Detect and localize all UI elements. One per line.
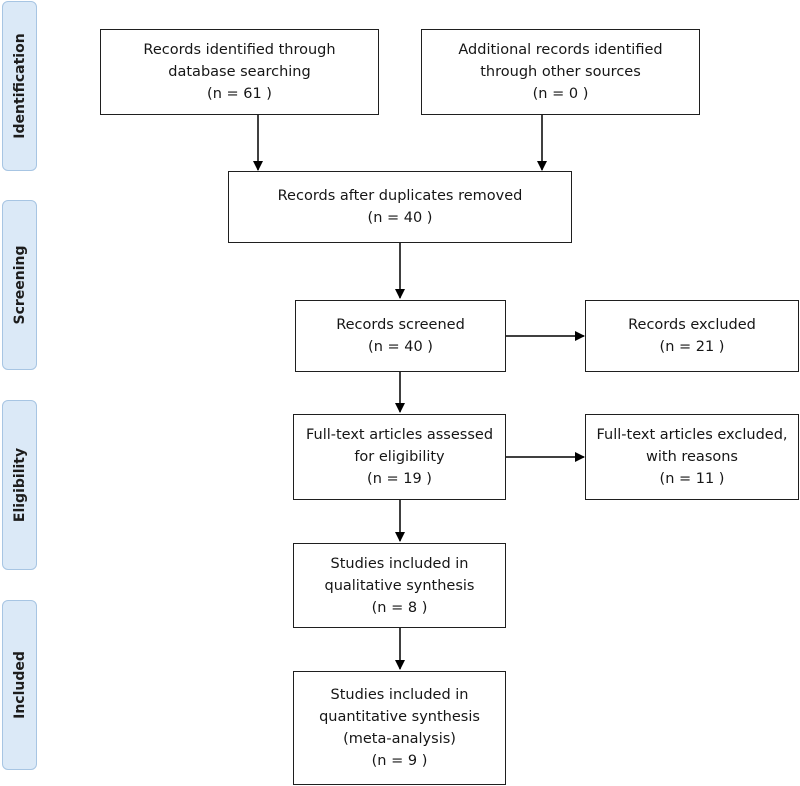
qualitative-count: (n = 8 )	[371, 599, 428, 616]
quantitative-line3: (meta-analysis)	[343, 731, 456, 747]
qualitative-line2: qualitative synthesis	[324, 577, 475, 594]
quantitative-line2: quantitative synthesis	[319, 709, 480, 725]
full-text-assessed-line2: for eligibility	[354, 449, 445, 465]
box-database-search: Records identified through database sear…	[100, 29, 379, 115]
box-quantitative-synthesis: Studies included in quantitative synthes…	[293, 671, 506, 785]
quantitative-count: (n = 9 )	[371, 753, 428, 769]
other-sources-line2: through other sources	[480, 64, 641, 80]
duplicates-removed-line1: Records after duplicates removed	[277, 188, 523, 204]
phase-included: Included	[2, 600, 37, 770]
phase-screening: Screening	[2, 200, 37, 370]
quantitative-line1: Studies included in	[330, 687, 469, 703]
database-search-line1: Records identified through	[143, 42, 336, 58]
database-search-count: (n = 61 )	[207, 86, 272, 102]
box-full-text-excluded: Full-text articles excluded, with reason…	[585, 414, 799, 500]
records-screened-line1: Records screened	[336, 317, 465, 333]
full-text-excluded-line1: Full-text articles excluded,	[596, 427, 788, 443]
records-screened-count: (n = 40 )	[368, 339, 433, 355]
box-qualitative-synthesis: Studies included in qualitative synthesi…	[293, 543, 506, 628]
other-sources-count: (n = 0 )	[532, 86, 589, 102]
full-text-excluded-line2: with reasons	[646, 449, 738, 465]
duplicates-removed-count: (n = 40 )	[367, 210, 433, 226]
box-duplicates-removed: Records after duplicates removed (n = 40…	[228, 171, 572, 243]
full-text-assessed-count: (n = 19 )	[367, 471, 432, 487]
full-text-excluded-count: (n = 11 )	[659, 471, 725, 487]
other-sources-line1: Additional records identified	[458, 42, 663, 58]
box-records-screened: Records screened (n = 40 )	[295, 300, 506, 372]
full-text-assessed-line1: Full-text articles assessed	[305, 427, 494, 443]
records-excluded-line1: Records excluded	[628, 317, 756, 333]
phase-eligibility: Eligibility	[2, 400, 37, 570]
phase-identification: Identification	[2, 1, 37, 171]
box-other-sources: Additional records identified through ot…	[421, 29, 700, 115]
box-records-excluded: Records excluded (n = 21 )	[585, 300, 799, 372]
database-search-line2: database searching	[168, 64, 311, 80]
box-full-text-assessed: Full-text articles assessed for eligibil…	[293, 414, 506, 500]
records-excluded-count: (n = 21 )	[659, 339, 725, 355]
qualitative-line1: Studies included in	[330, 555, 469, 572]
